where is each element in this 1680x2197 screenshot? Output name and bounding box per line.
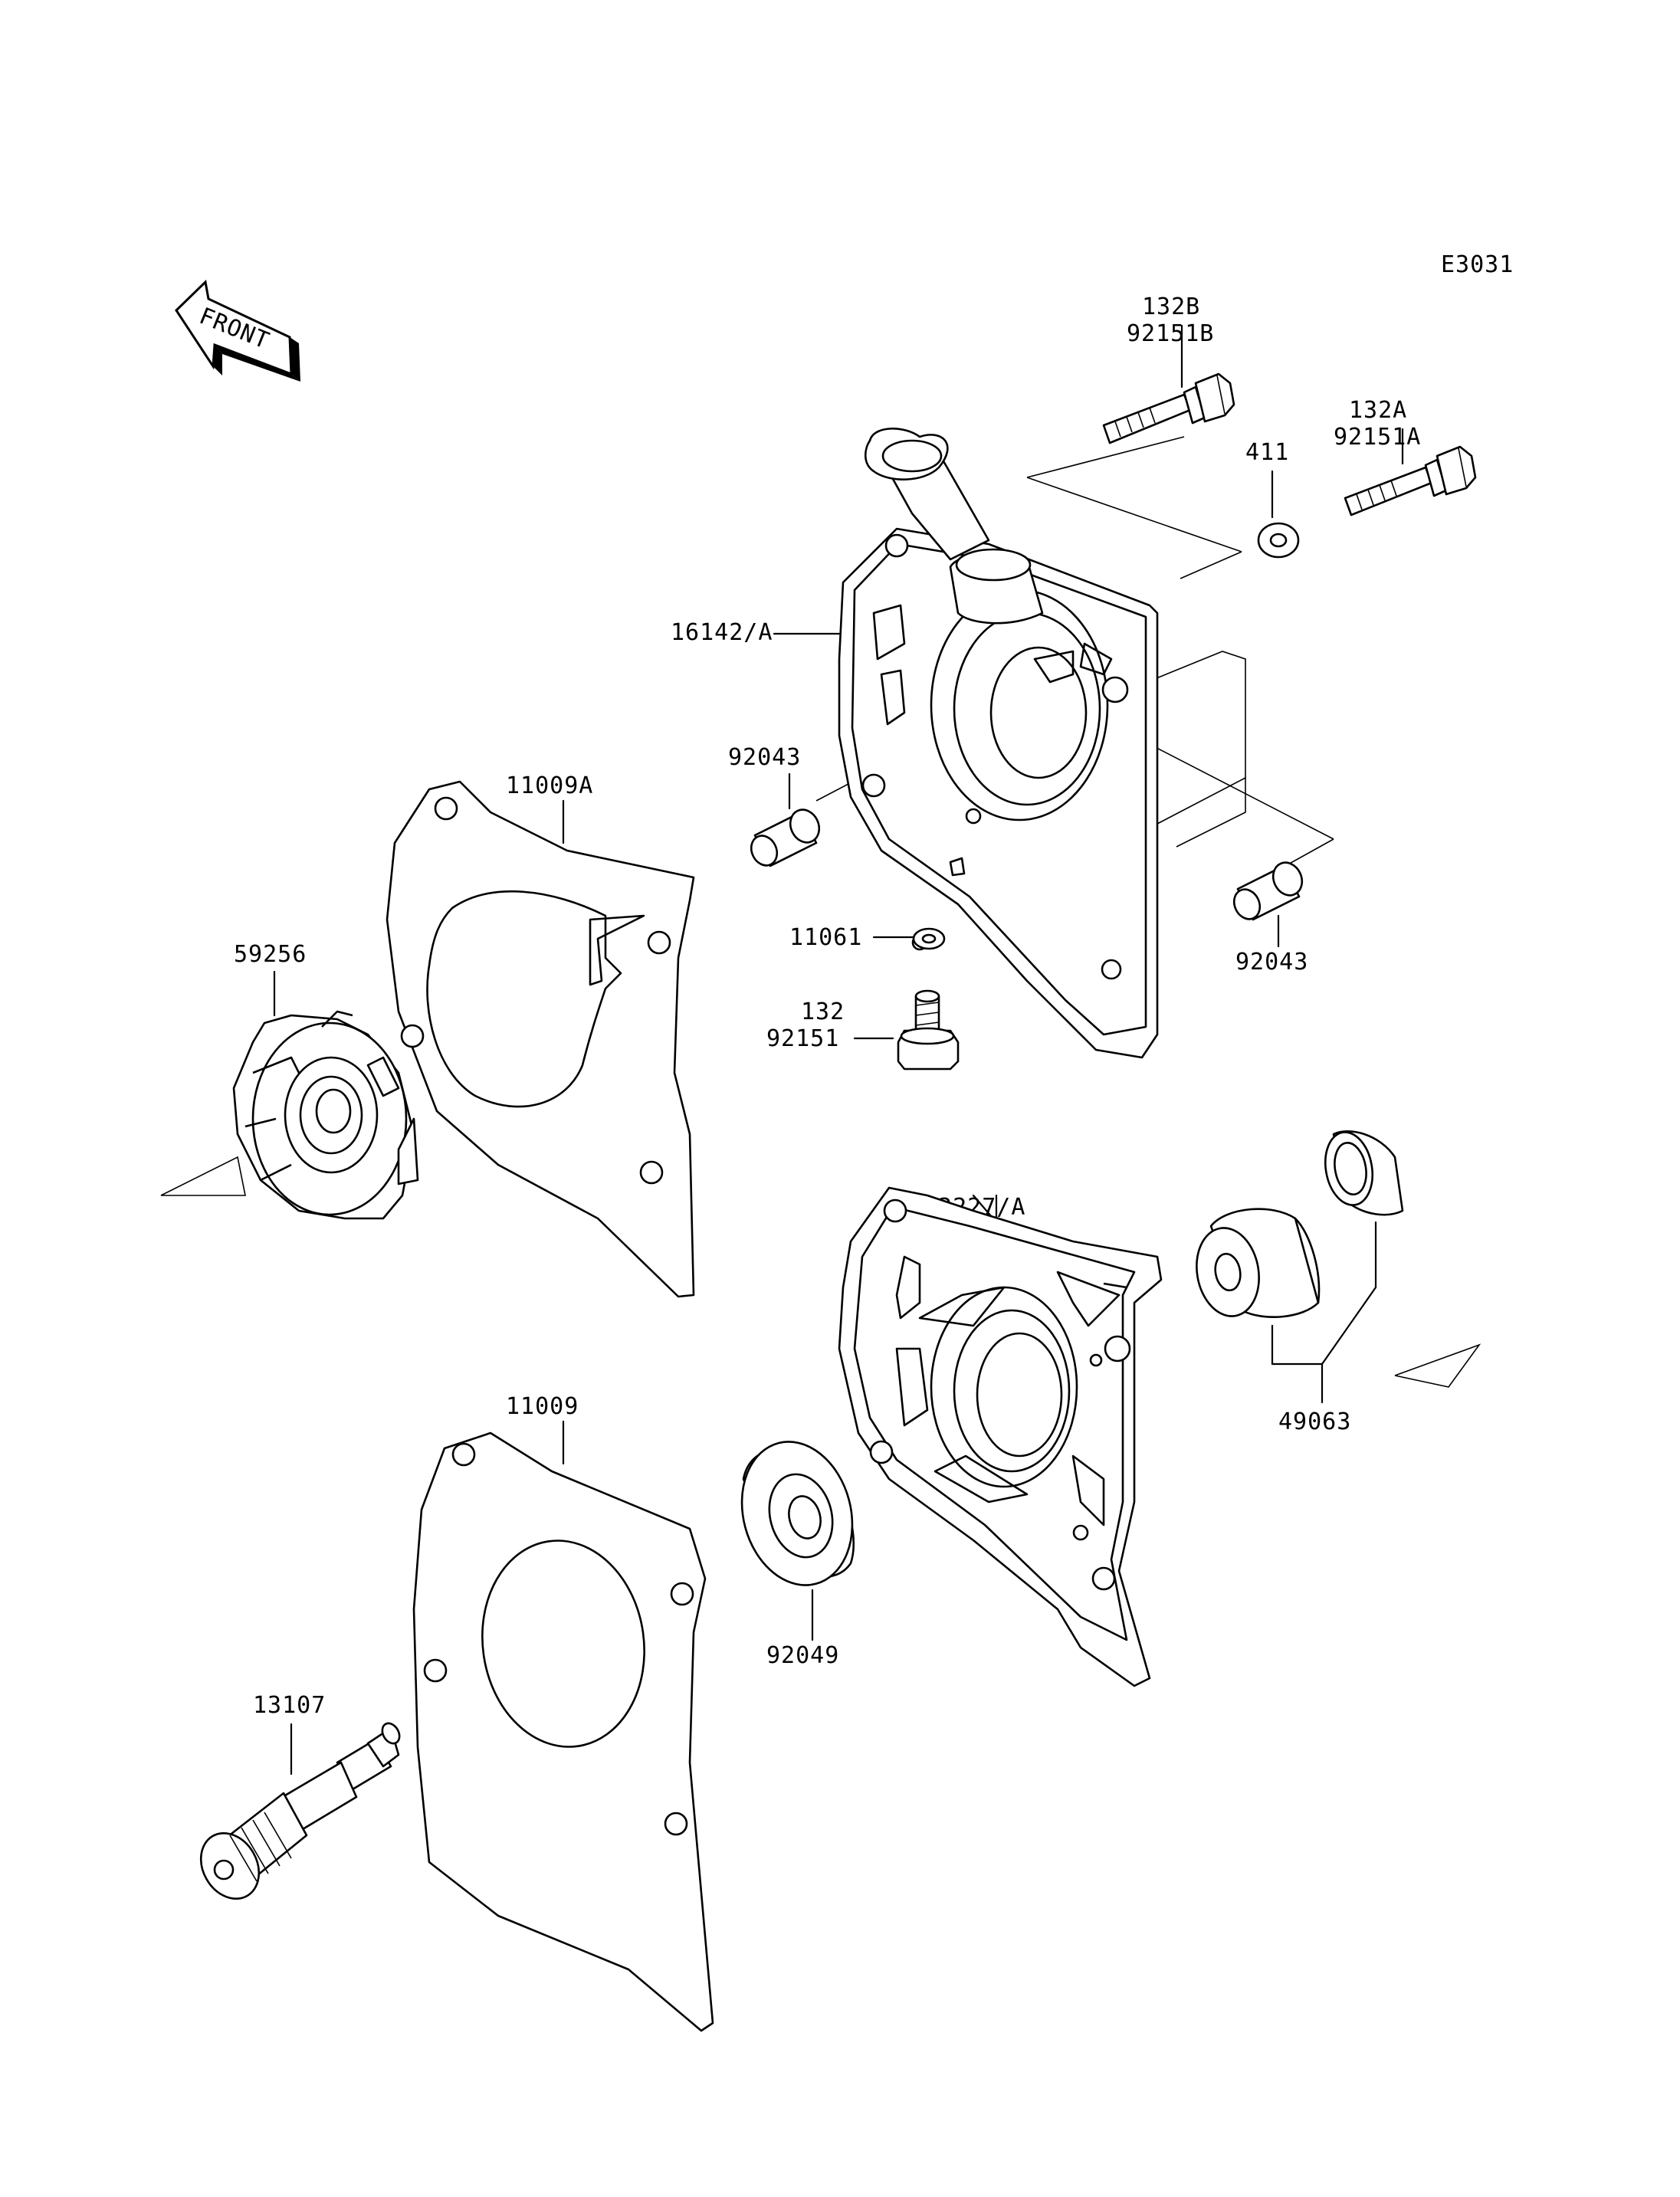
shaft-13107 <box>199 1722 401 1900</box>
washer-411 <box>1257 522 1300 559</box>
bushing-49063-large <box>1196 1208 1321 1318</box>
dowel-92043-right <box>1232 861 1304 921</box>
bushing-49063-small <box>1324 1130 1404 1216</box>
gasket-11009 <box>412 1431 714 2032</box>
label-92151: 92151 <box>766 1025 839 1052</box>
bolt-92151b <box>1102 372 1235 444</box>
label-16142a: 16142/A <box>671 619 773 646</box>
front-direction-arrow-icon: FRONT <box>175 279 300 382</box>
label-11061: 11061 <box>789 924 862 951</box>
cover-13227a <box>838 1186 1163 1687</box>
gasket-11009a <box>386 780 695 1298</box>
label-92151b: 92151B <box>1127 320 1214 347</box>
label-11009a: 11009A <box>506 772 593 799</box>
housing-16142a <box>815 428 1334 1059</box>
label-92043-right: 92043 <box>1235 949 1308 976</box>
label-92151a: 92151A <box>1334 424 1421 451</box>
label-92049: 92049 <box>766 1642 839 1669</box>
label-13107: 13107 <box>253 1692 326 1719</box>
label-49063: 49063 <box>1278 1408 1351 1435</box>
label-59256: 59256 <box>234 941 307 968</box>
dowel-92043-left <box>750 808 821 867</box>
bolt-92151 <box>897 989 960 1071</box>
diagram-code: E3031 <box>1441 251 1514 278</box>
label-132b: 132B <box>1142 293 1200 320</box>
label-92043-left: 92043 <box>728 744 801 771</box>
label-132: 132 <box>801 998 845 1025</box>
label-11009: 11009 <box>506 1393 579 1420</box>
impeller-59256 <box>232 1010 419 1220</box>
seal-92049 <box>740 1441 855 1586</box>
label-132a: 132A <box>1349 397 1407 424</box>
washer-11061 <box>912 927 946 950</box>
bolt-92151a <box>1344 445 1477 516</box>
label-411: 411 <box>1245 439 1289 466</box>
